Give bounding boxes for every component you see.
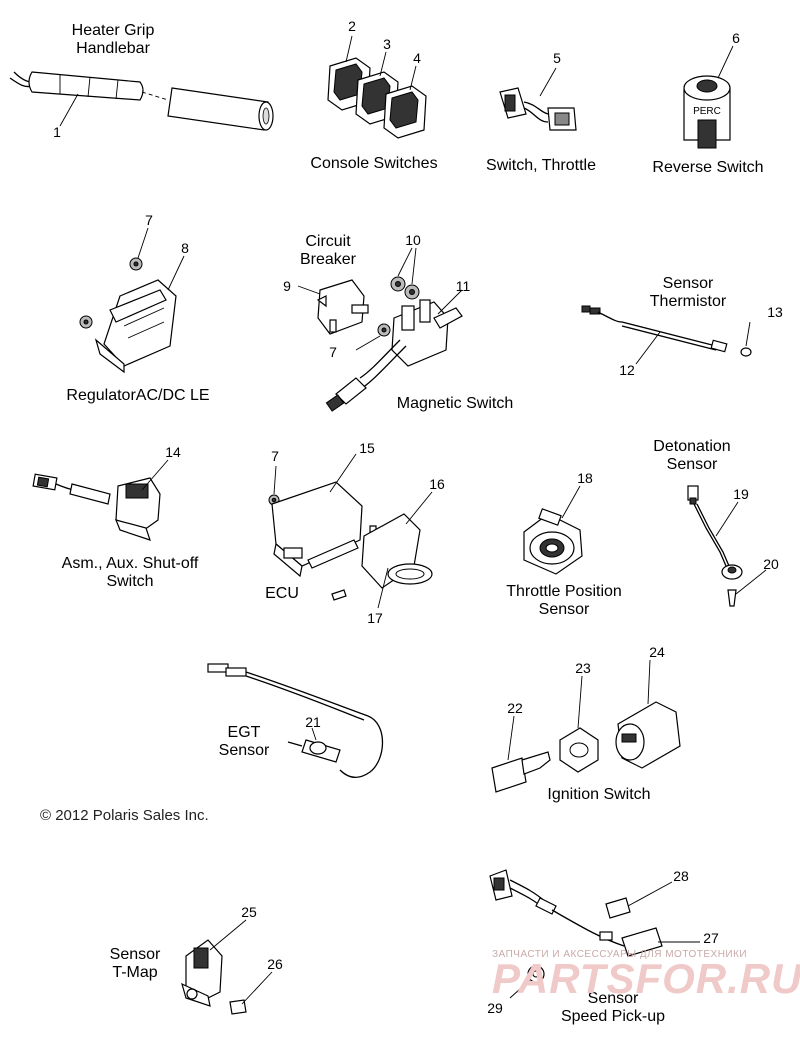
callout-24: 24 xyxy=(649,644,665,660)
callout-1: 1 xyxy=(53,124,61,140)
callout-5: 5 xyxy=(553,50,561,66)
callout-7-regulator: 7 xyxy=(145,212,153,228)
detonation-sensor-label: Detonation Sensor xyxy=(653,438,731,473)
ignition-switch-label: Ignition Switch xyxy=(547,786,651,803)
callout-16: 16 xyxy=(429,476,445,492)
callout-26: 26 xyxy=(267,956,283,972)
callout-13: 13 xyxy=(767,304,783,320)
heater-grip-part xyxy=(9,71,274,131)
heater-grip-label: Heater Grip Handlebar xyxy=(71,22,155,57)
callout-12: 12 xyxy=(619,362,635,378)
watermark-logo: PARTSFOR.RU xyxy=(492,955,800,1002)
callout-6: 6 xyxy=(732,30,740,46)
watermark-tagline: ЗАПЧАСТИ И АКСЕССУАРЫ ДЛЯ МОТОТЕХНИКИ xyxy=(492,949,748,960)
callout-8: 8 xyxy=(181,240,189,256)
callout-11: 11 xyxy=(455,278,471,294)
throttle-position-sensor-part xyxy=(523,485,583,575)
speed-pickup-part xyxy=(489,869,700,999)
callout-15: 15 xyxy=(359,440,375,456)
reverse-switch-label: Reverse Switch xyxy=(652,159,764,176)
sensor-speed-pickup-label: Sensor Speed Pick-up xyxy=(560,990,666,1025)
callout-2: 2 xyxy=(348,18,356,34)
callout-7-magnetic: 7 xyxy=(329,344,337,360)
circuit-breaker-label: Circuit Breaker xyxy=(299,233,357,268)
callout-29: 29 xyxy=(487,1000,503,1016)
ecu-part xyxy=(268,453,433,609)
switch-throttle-label: Switch, Throttle xyxy=(486,157,596,174)
console-switches-part xyxy=(327,35,427,139)
copyright-notice: © 2012 Polaris Sales Inc. xyxy=(40,807,209,824)
aux-shutoff-part xyxy=(32,459,169,541)
callout-18: 18 xyxy=(577,470,593,486)
tmap-sensor-part xyxy=(181,919,273,1015)
aux-shutoff-label: Asm., Aux. Shut-off Switch xyxy=(61,555,199,590)
ignition-switch-part xyxy=(491,659,681,793)
reverse-switch-part xyxy=(683,45,734,149)
callout-9: 9 xyxy=(283,278,291,294)
callout-23: 23 xyxy=(575,660,591,676)
callout-10: 10 xyxy=(405,232,421,248)
callout-4: 4 xyxy=(413,50,421,66)
magnetic-switch-part xyxy=(325,247,463,412)
callout-19: 19 xyxy=(733,486,749,502)
callout-17: 17 xyxy=(367,610,383,626)
circuit-breaker-part xyxy=(297,279,369,335)
reverse-switch-perc-text: PERC xyxy=(693,106,721,117)
ecu-label: ECU xyxy=(265,585,299,602)
console-switches-label: Console Switches xyxy=(310,155,438,172)
throttle-switch-part xyxy=(499,67,577,131)
sensor-tmap-label: Sensor T-Map xyxy=(109,946,161,981)
callout-27: 27 xyxy=(703,930,719,946)
egt-sensor-part xyxy=(207,663,383,778)
callout-20: 20 xyxy=(763,556,779,572)
regulator-label: RegulatorAC/DC LE xyxy=(66,387,210,404)
callout-3: 3 xyxy=(383,36,391,52)
sensor-thermistor-label: Sensor Thermistor xyxy=(649,275,727,310)
callout-22: 22 xyxy=(507,700,523,716)
callout-14: 14 xyxy=(165,444,181,460)
callout-25: 25 xyxy=(241,904,257,920)
callout-28: 28 xyxy=(673,868,689,884)
thermistor-part xyxy=(581,305,752,365)
throttle-position-sensor-label: Throttle Position Sensor xyxy=(506,583,622,618)
egt-sensor-label: EGT Sensor xyxy=(218,724,270,759)
callout-7-ecu: 7 xyxy=(271,448,279,464)
callout-21: 21 xyxy=(305,714,321,730)
magnetic-switch-label: Magnetic Switch xyxy=(396,395,514,412)
regulator-part xyxy=(79,227,185,374)
detonation-sensor-part xyxy=(687,485,767,607)
